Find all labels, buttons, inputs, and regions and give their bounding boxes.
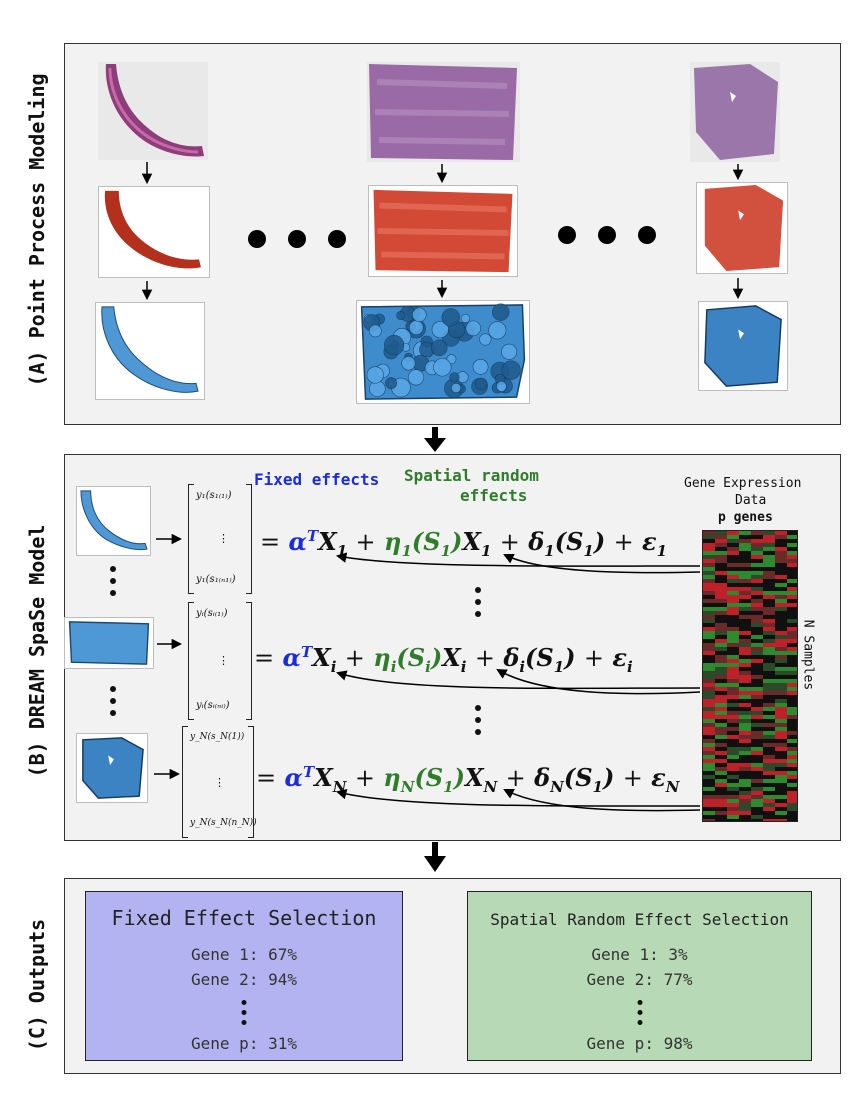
fixed-effects-header: Fixed effects bbox=[254, 470, 380, 489]
equation-row-1: = αTX1 + η1(S1)X1 + δ1(S1) + ε1 bbox=[260, 527, 668, 560]
response-vector-i: yᵢ(sᵢ₍₁₎) ⋮ yᵢ(sᵢ₍ₙᵢ₎) bbox=[188, 602, 252, 720]
random-effects-header-line1: Spatial random bbox=[404, 466, 539, 485]
panel-a-label: (A) Point Process Modeling bbox=[25, 73, 49, 387]
fixed-vertical-dots bbox=[241, 1000, 247, 1025]
sample-thumb-i bbox=[64, 617, 154, 669]
vertical-dots-samples-1 bbox=[110, 566, 116, 596]
n-samples-label: N Samples bbox=[800, 619, 816, 691]
he-image-left bbox=[98, 62, 208, 160]
equation-row-i: = αTXi + ηi(Si)Xi + δi(S1) + εi bbox=[254, 643, 633, 676]
ellipsis-dots-left bbox=[248, 230, 346, 248]
he-image-center bbox=[367, 62, 520, 162]
sample-thumb-n bbox=[76, 733, 148, 803]
fixed-gene-p: Gene p: 31% bbox=[191, 1034, 297, 1053]
sample-thumb-1 bbox=[76, 486, 151, 556]
big-arrow-b-c bbox=[424, 842, 446, 872]
random-vertical-dots bbox=[637, 1000, 642, 1025]
he-image-right bbox=[690, 62, 780, 162]
processed-image-right bbox=[696, 182, 788, 274]
vertical-dots-samples-2 bbox=[110, 686, 116, 716]
response-vector-n: y_N(s_N(1)) ⋮ y_N(s_N(n_N)) bbox=[182, 726, 257, 838]
fixed-gene-2: Gene 2: 94% bbox=[191, 970, 297, 989]
fixed-effect-title: Fixed Effect Selection bbox=[111, 906, 377, 930]
processed-image-left bbox=[98, 186, 210, 278]
tessellation-image-left bbox=[95, 302, 205, 400]
panel-b-label: (B) DREAM SpaSe Model bbox=[25, 524, 49, 778]
fixed-gene-1: Gene 1: 67% bbox=[191, 945, 297, 964]
gene-expression-title: Gene Expression bbox=[684, 476, 802, 491]
big-arrow-a-b bbox=[424, 427, 446, 452]
random-effect-title: Spatial Random Effect Selection bbox=[490, 910, 789, 929]
p-genes-label: p genes bbox=[718, 510, 773, 525]
ellipsis-dots-right bbox=[558, 226, 656, 244]
vertical-dots-equations-2 bbox=[475, 705, 481, 735]
processed-image-center bbox=[368, 185, 518, 277]
gene-expression-title-data: Data bbox=[735, 493, 767, 508]
gene-expression-heatmap bbox=[702, 530, 798, 822]
response-vector-1: y₁(s₁₍₁₎) ⋮ y₁(s₁₍ₙ₁₎) bbox=[188, 484, 252, 594]
random-effect-selection-box: Spatial Random Effect Selection Gene 1: … bbox=[467, 891, 812, 1061]
random-gene-2: Gene 2: 77% bbox=[586, 970, 693, 989]
fixed-effect-selection-box: Fixed Effect Selection Gene 1: 67% Gene … bbox=[85, 891, 403, 1061]
random-gene-p: Gene p: 98% bbox=[586, 1034, 693, 1053]
tessellation-image-center bbox=[356, 300, 530, 404]
panel-c-label: (C) Outputs bbox=[25, 918, 49, 1052]
vertical-dots-equations-1 bbox=[475, 587, 481, 617]
random-effects-header-line2: effects bbox=[460, 486, 528, 505]
tessellation-image-right bbox=[698, 301, 788, 391]
random-gene-1: Gene 1: 3% bbox=[591, 945, 688, 964]
equation-row-n: = αTXN + ηN(S1)XN + δN(S1) + εN bbox=[256, 763, 680, 796]
